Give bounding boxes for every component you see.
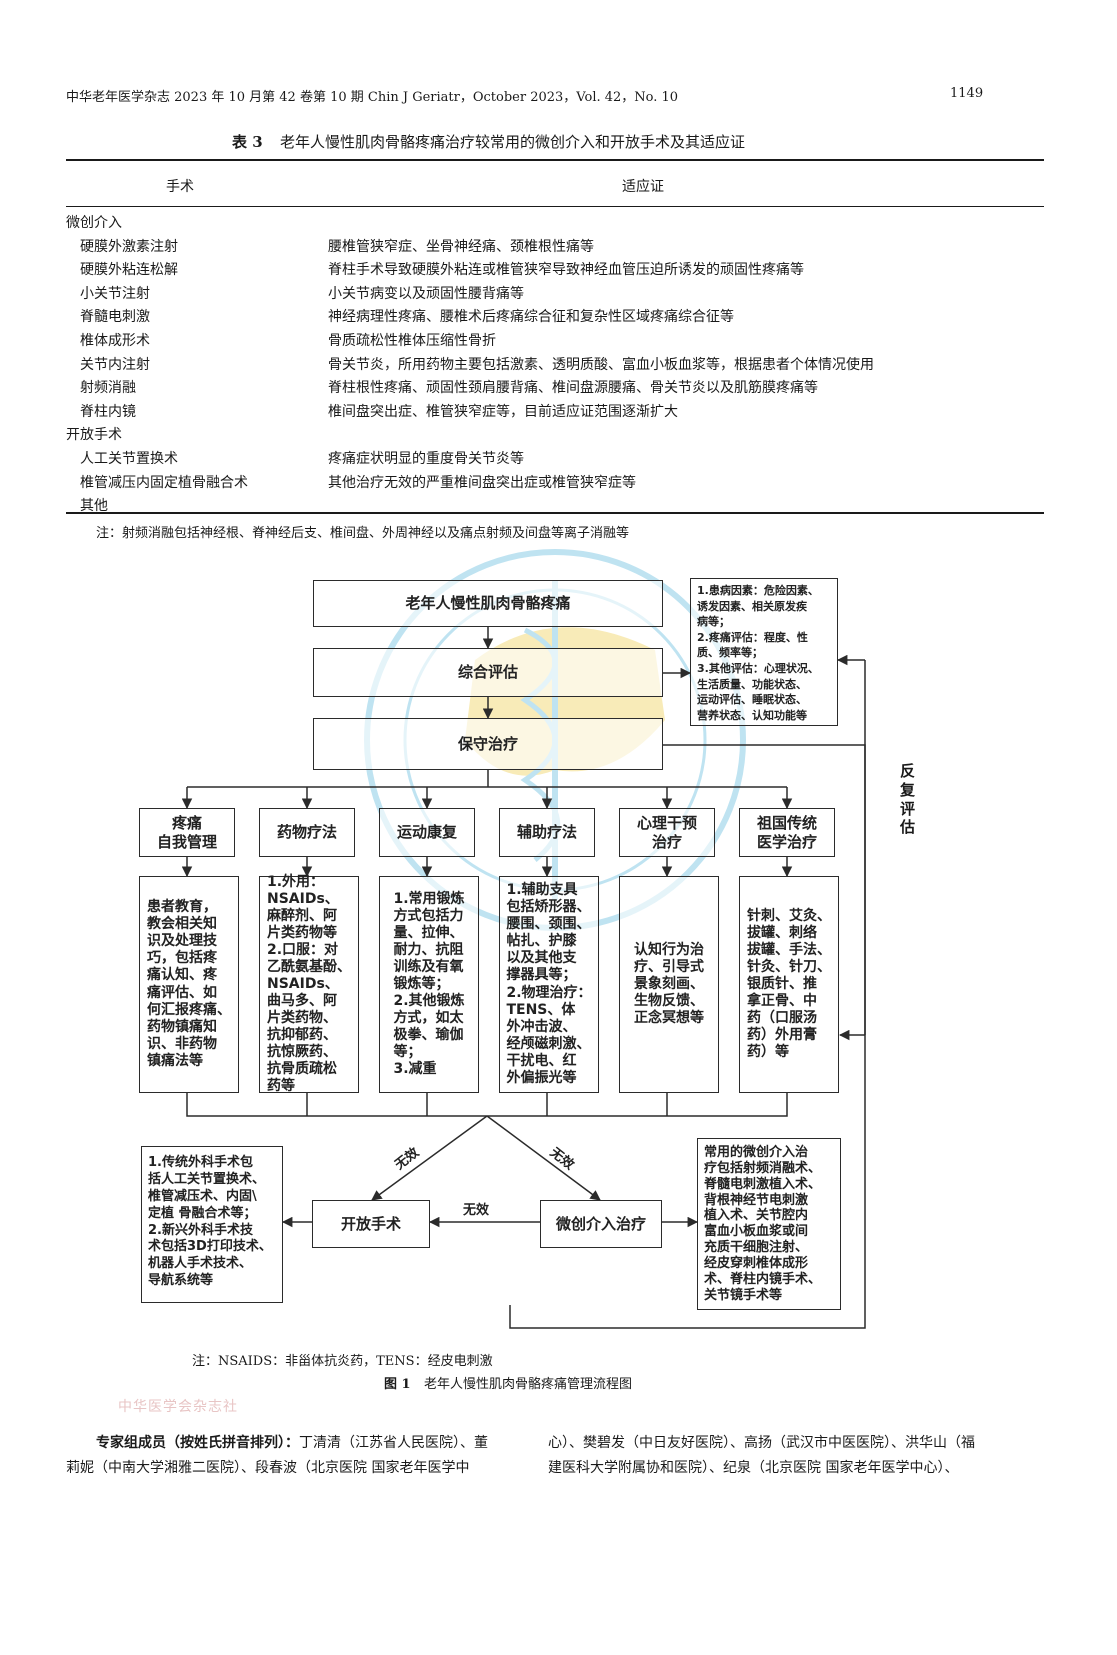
table-caption-label: 表 3: [232, 133, 263, 151]
table-header-rule: [66, 206, 1044, 207]
table-header-indication: 适应证: [622, 179, 664, 195]
box-chronic-pain: 老年人慢性肌肉骨骼疼痛: [313, 580, 663, 627]
box-open-surgery-detail: 1.传统外科手术包 括人工关节置换术、 椎管减压术、内固\ 定植 骨融合术等； …: [141, 1146, 283, 1303]
arrow-to-open-surgery: [371, 1115, 488, 1201]
detail-tcm: 针刺、艾灸、 拔罐、刺络 拔罐、手法、 针灸、针刀、 银质针、推 拿正骨、中 药…: [739, 876, 839, 1093]
feedback-label: 反复评估: [900, 762, 916, 837]
page-number: 1149: [950, 86, 984, 101]
journal-header: 中华老年医学杂志 2023 年 10 月第 42 卷第 10 期 Chin J …: [66, 90, 679, 105]
table-cell-surgery: 小关节注射: [80, 285, 150, 302]
table-cell-indication: 骨关节炎，所用药物主要包括激素、透明质酸、富血小板血浆等，根据患者个体情况使用: [328, 356, 874, 373]
table-cell-indication: 其他治疗无效的严重椎间盘突出症或椎管狭窄症等: [328, 474, 636, 491]
table-row: 椎管减压内固定植骨融合术 其他治疗无效的严重椎间盘突出症或椎管狭窄症等: [66, 468, 1044, 493]
box-conservative-treatment: 保守治疗: [313, 718, 663, 770]
table-cell-surgery: 脊柱内镜: [80, 403, 136, 420]
table-top-rule: [66, 159, 1044, 161]
table-cell-surgery: 开放手术: [66, 427, 122, 444]
table-row: 脊柱内镜 椎间盘突出症、椎管狭窄症等，目前适应证范围逐渐扩大: [66, 397, 1044, 422]
table-cell-surgery: 人工关节置换术: [80, 451, 178, 467]
table-cell-surgery: 其他: [80, 498, 108, 515]
footer-right-line-1: 心）、樊碧发（中日友好医院）、高扬（武汉市中医医院）、洪华山（福: [548, 1435, 975, 1451]
detail-exercise-rehab: 1.常用锻炼 方式包括力 量、拉伸、 耐力、抗阻 训练及有氧 锻炼等； 2.其他…: [379, 876, 479, 1093]
table-row: 硬膜外粘连松解 脊柱手术导致硬膜外粘连或椎管狭窄导致神经血管压迫所诱发的顽固性疼痛…: [66, 255, 1044, 280]
table-cell-indication: 小关节病变以及顽固性腰背痛等: [328, 285, 524, 302]
table-cell-surgery: 关节内注射: [80, 356, 150, 373]
footer-left-line-1: 专家组成员（按姓氏拼音排列）：丁清清（江苏省人民医院）、董: [96, 1432, 488, 1452]
table-cell-surgery: 椎体成形术: [80, 333, 150, 349]
detail-psychological: 认知行为治 疗、引导式 景象刻画、 生物反馈、 正念冥想等: [619, 876, 719, 1093]
table-row: 椎体成形术 骨质疏松性椎体压缩性骨折: [66, 326, 1044, 351]
table-cell-surgery: 椎管减压内固定植骨融合术: [80, 474, 248, 491]
footer-left-line-1-text: 丁清清（江苏省人民医院）、董: [299, 1435, 488, 1451]
footer-left-line-2: 莉妮（中南大学湘雅二医院）、段春波（北京医院 国家老年医学中: [66, 1460, 470, 1476]
cat-drug-therapy: 药物疗法: [259, 808, 355, 857]
cat-self-management: 疼痛 自我管理: [139, 808, 235, 857]
box-minimal-detail: 常用的微创介入治 疗包括射频消融术、 脊髓电刺激植入术、 背根神经节电刺激 植入…: [697, 1138, 841, 1310]
cat-tcm: 祖国传统 医学治疗: [739, 808, 835, 857]
table-cell-surgery: 硬膜外激素注射: [80, 238, 178, 255]
detail-self-management: 患者教育， 教会相关知 识及处理技 巧，包括疼 痛认知、疼 痛评估、如 何汇报疼…: [139, 876, 239, 1093]
feedback-loop-line: [509, 744, 866, 1329]
table-row: 硬膜外激素注射 腰椎管狭窄症、坐骨神经痛、颈椎根性痛等: [66, 232, 1044, 257]
footer-right-line-2: 建医科大学附属协和医院）、纪泉（北京医院 国家老年医学中心）、: [548, 1460, 959, 1476]
footer-heading: 专家组成员（按姓氏拼音排列）：: [96, 1435, 299, 1451]
table-cell-indication: 神经病理性疼痛、腰椎术后疼痛综合征和复杂性区域疼痛综合征等: [328, 309, 734, 326]
table-cell-indication: 脊柱根性疼痛、顽固性颈肩腰背痛、椎间盘源腰痛、骨关节炎以及肌筋膜疼痛等: [328, 380, 818, 397]
table-row: 微创介入: [66, 208, 1044, 233]
label-invalid-middle: 无效: [463, 1203, 490, 1218]
table-row: 小关节注射 小关节病变以及顽固性腰背痛等: [66, 279, 1044, 304]
table-row: 射频消融 脊柱根性疼痛、顽固性颈肩腰背痛、椎间盘源腰痛、骨关节炎以及肌筋膜疼痛等: [66, 373, 1044, 398]
box-minimal-invasive: 微创介入治疗: [540, 1200, 662, 1248]
table-header-surgery: 手术: [166, 179, 194, 195]
table-bottom-rule: [66, 512, 1044, 514]
merge-bar: [186, 1093, 788, 1117]
table-cell-indication: 骨质疏松性椎体压缩性骨折: [328, 333, 496, 349]
table-row: 开放手术: [66, 420, 1044, 445]
table-cell-indication: 疼痛症状明显的重度骨关节炎等: [328, 451, 524, 467]
cat-adjunct-therapy: 辅助疗法: [499, 808, 595, 857]
table-cell-indication: 脊柱手术导致硬膜外粘连或椎管狭窄导致神经血管压迫所诱发的顽固性疼痛等: [328, 262, 804, 279]
table-cell-indication: 椎间盘突出症、椎管狭窄症等，目前适应证范围逐渐扩大: [328, 403, 678, 420]
table-cell-indication: 腰椎管狭窄症、坐骨神经痛、颈椎根性痛等: [328, 238, 594, 255]
box-assessment: 综合评估: [313, 648, 663, 697]
table-row: 其他: [66, 491, 1044, 516]
table-cell-surgery: 微创介入: [66, 215, 122, 231]
detail-drug-therapy: 1.外用： NSAIDs、 麻醉剂、阿 片类药物等 2.口服：对 乙酰氨基酚、 …: [259, 874, 359, 1094]
figure-caption-label: 图 1: [384, 1377, 411, 1392]
figure-note: 注：NSAIDS：非甾体抗炎药，TENS：经皮电刺激: [192, 1354, 493, 1369]
table-row: 人工关节置换术 疼痛症状明显的重度骨关节炎等: [66, 444, 1044, 469]
cat-psychological: 心理干预 治疗: [619, 808, 715, 857]
table-cell-surgery: 射频消融: [80, 380, 136, 397]
box-open-surgery: 开放手术: [312, 1200, 430, 1248]
table-note: 注：射频消融包括神经根、脊神经后支、椎间盘、外周神经以及痛点射频及间盘等离子消融…: [96, 526, 630, 541]
figure-caption-text: 老年人慢性肌肉骨骼疼痛管理流程图: [424, 1377, 633, 1392]
detail-adjunct-therapy: 1.辅助支具 包括矫形器、 腰围、颈围、 帖扎、护膝 以及其他支 撑器具等； 2…: [499, 876, 599, 1093]
cat-exercise-rehab: 运动康复: [379, 808, 475, 857]
box-assessment-detail: 1.患病因素：危险因素、 诱发因素、相关原发疾 病等； 2.疼痛评估：程度、性 …: [690, 578, 838, 726]
table-row: 脊髓电刺激 神经病理性疼痛、腰椎术后疼痛综合征和复杂性区域疼痛综合征等: [66, 302, 1044, 327]
arrow-to-minimal: [486, 1115, 601, 1201]
table-cell-surgery: 脊髓电刺激: [80, 309, 150, 326]
table-caption-text: 老年人慢性肌肉骨骼疼痛治疗较常用的微创介入和开放手术及其适应证: [280, 133, 746, 151]
table-row: 关节内注射 骨关节炎，所用药物主要包括激素、透明质酸、富血小板血浆等，根据患者个体…: [66, 350, 1044, 375]
publisher-stamp: 中华医学会杂志社: [118, 1399, 238, 1415]
table-cell-surgery: 硬膜外粘连松解: [80, 262, 178, 279]
